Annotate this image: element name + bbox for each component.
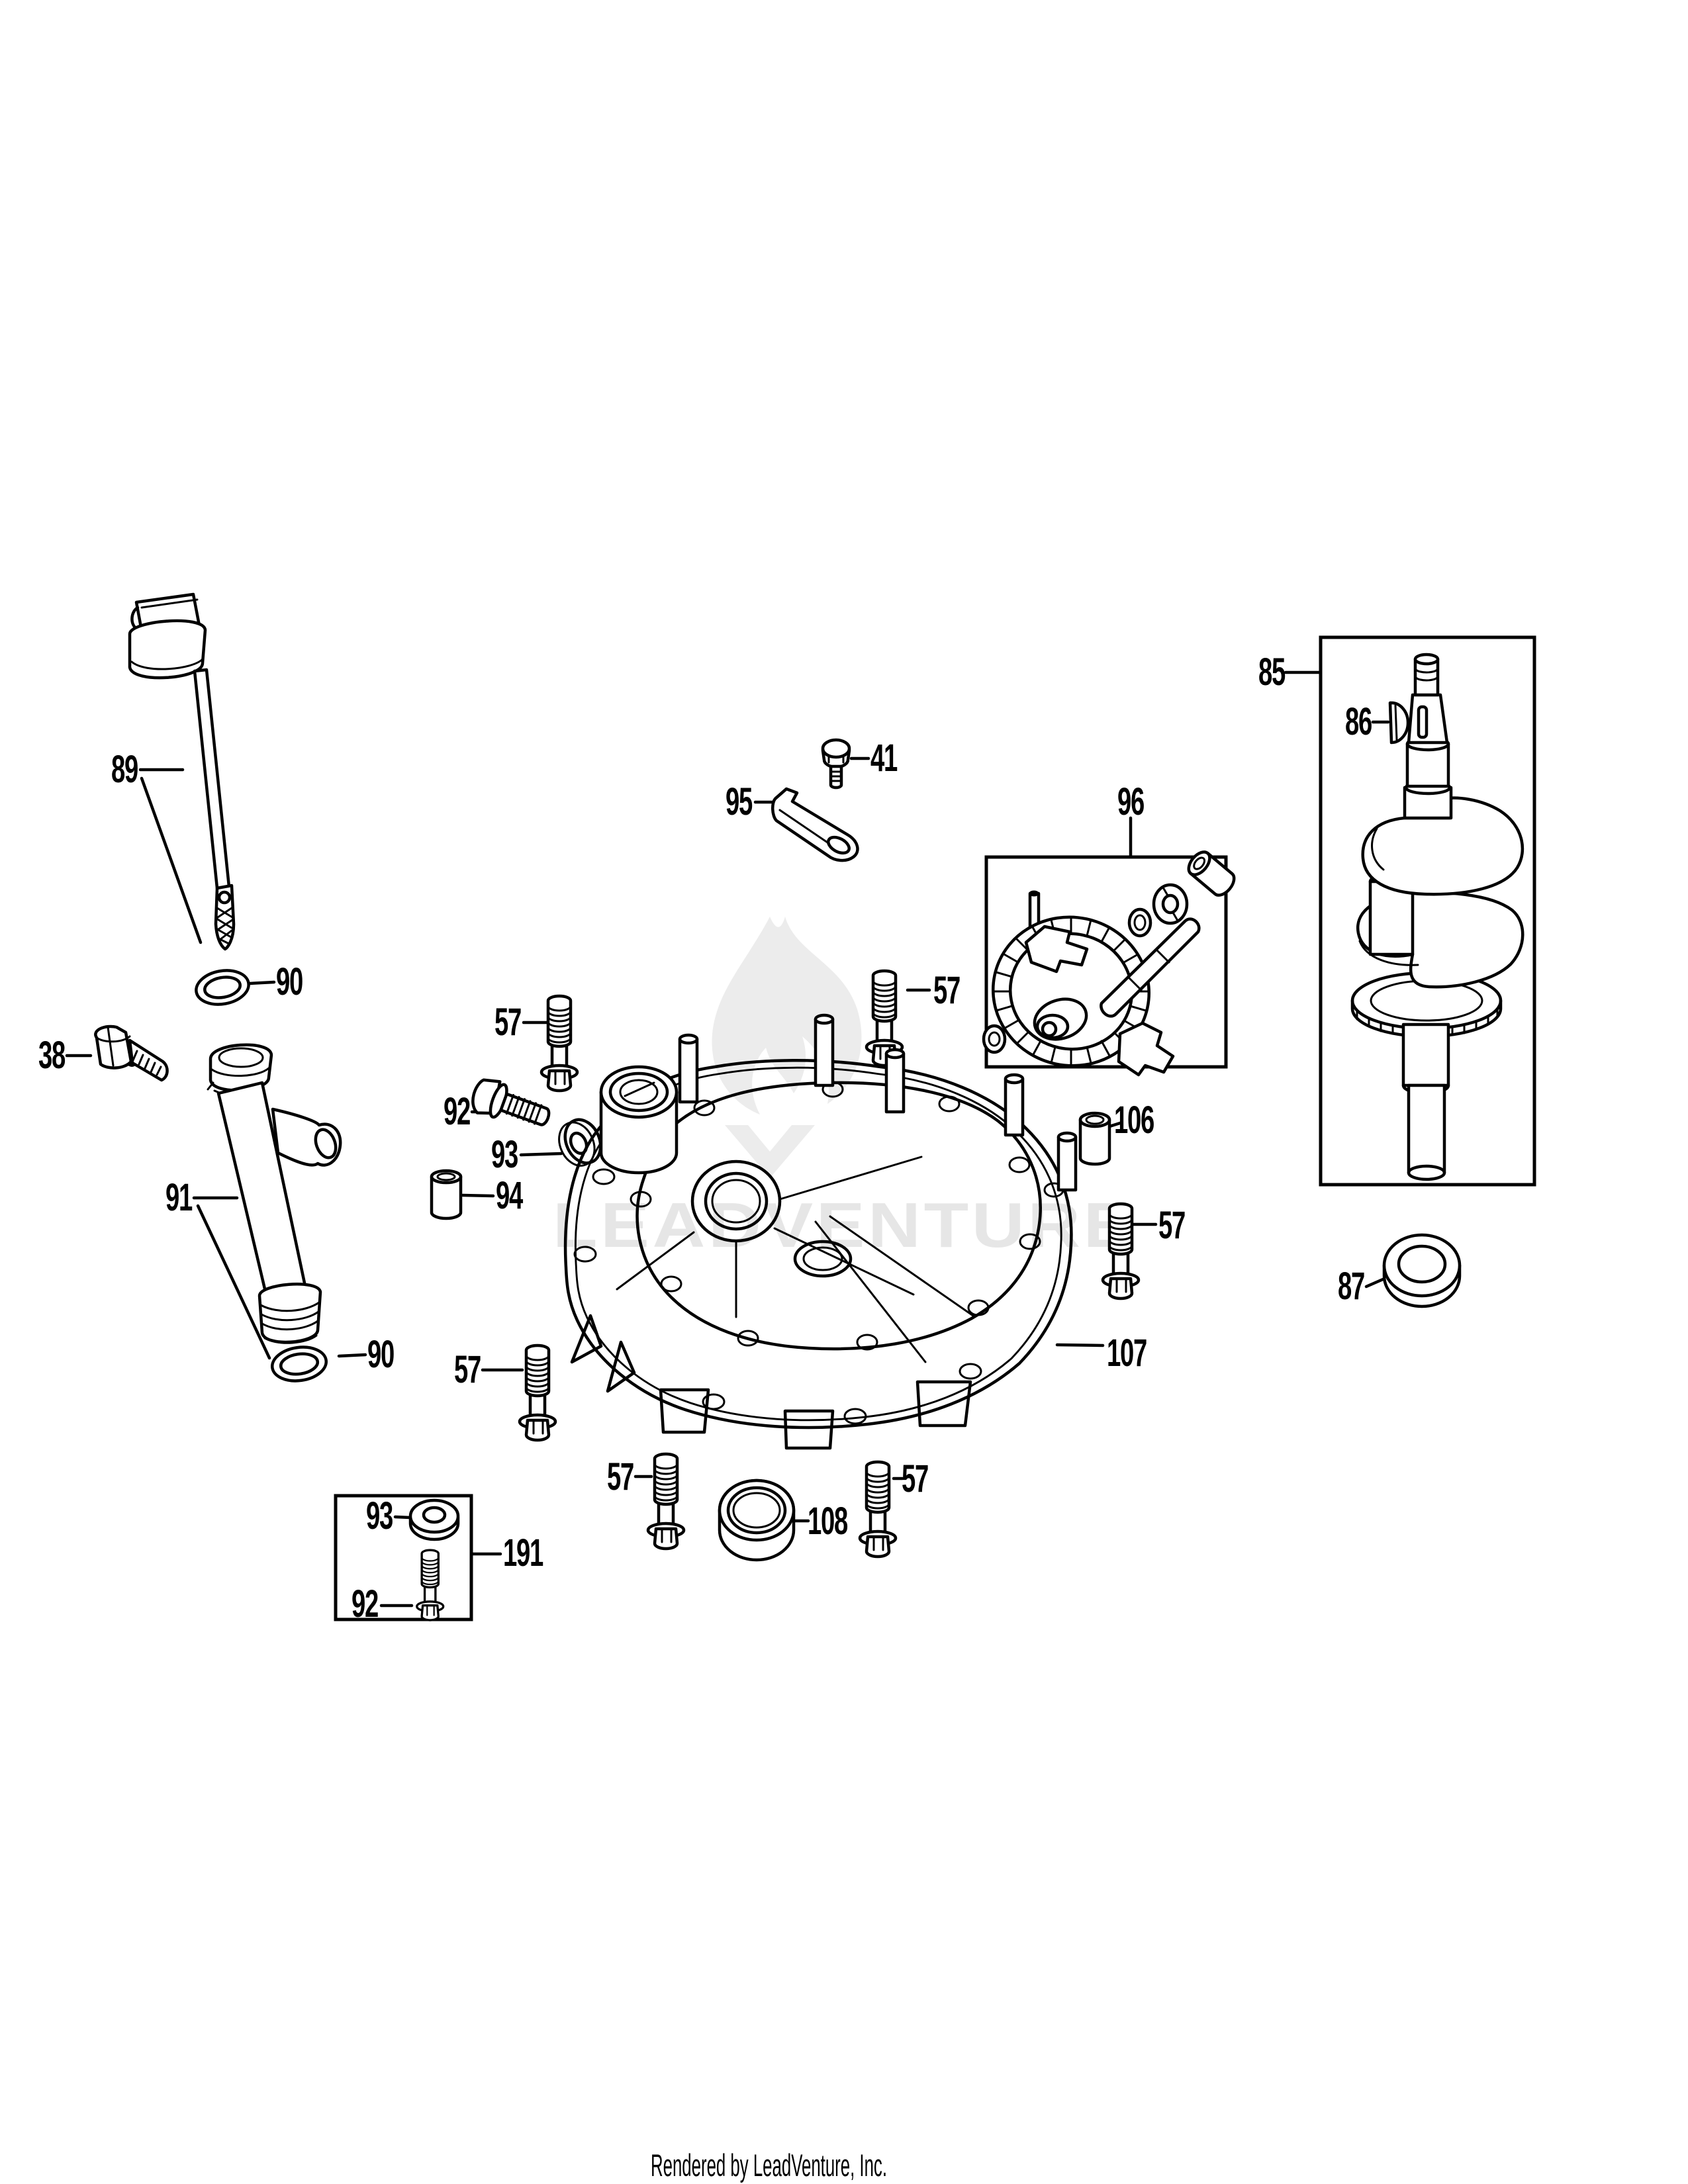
callout-89: 89 [111,749,138,791]
callout-87: 87 [1338,1265,1364,1308]
oil-fill-tube-drawing [207,1043,342,1344]
washer-93-upper-drawing [558,1118,602,1167]
box-191 [334,1494,473,1621]
callout-57-f: 57 [902,1458,928,1500]
callout-41: 41 [870,737,897,780]
callout-90-upper: 90 [276,961,303,1003]
box-96 [984,855,1228,1069]
o-ring-90-upper-drawing [195,969,250,1006]
callout-38: 38 [38,1034,65,1077]
callout-107: 107 [1107,1332,1147,1375]
bracket-95-drawing [771,787,859,862]
screw-57-d-drawing [520,1345,555,1440]
callout-93-upper: 93 [491,1134,518,1176]
spacer-94-drawing [430,1169,463,1220]
flame-logo-v-icon [725,1125,815,1178]
callout-57-e: 57 [607,1456,633,1498]
screw-57-f-drawing [860,1462,896,1557]
oil-seal-108-drawing [718,1479,796,1562]
callout-57-a: 57 [494,1001,521,1044]
woodruff-key-drawing [1388,701,1410,745]
callout-labels: 85 86 87 89 90 38 91 90 57 92 93 94 41 9… [38,651,1373,1625]
box-85 [1319,635,1536,1187]
leader-lines [65,670,1390,1608]
callout-91: 91 [165,1177,192,1219]
callout-96: 96 [1117,781,1144,823]
callout-57-c: 57 [1158,1205,1185,1247]
callout-106: 106 [1114,1099,1154,1142]
callout-92-upper: 92 [444,1091,470,1133]
screw-57-e-drawing [648,1454,684,1549]
bolt-92-lower-drawing [416,1549,445,1621]
spacer-106-drawing [1078,1111,1111,1166]
callout-95: 95 [726,781,752,823]
dipstick-drawing [128,592,236,951]
bolt-38-drawing [94,1024,169,1082]
washer-87-drawing [1382,1233,1462,1308]
bolt-41-drawing [821,738,851,790]
callout-90-lower: 90 [367,1334,394,1376]
callout-191: 191 [503,1532,543,1574]
governor-assembly-drawing [982,850,1236,1077]
callout-86: 86 [1345,701,1372,743]
callout-108: 108 [808,1500,847,1543]
footer-text: Rendered by LeadVenture, Inc. [651,2148,887,2183]
callout-85: 85 [1258,651,1285,694]
callout-boxes [334,635,1536,1621]
callout-57-d: 57 [454,1349,481,1391]
callout-93-lower: 93 [366,1495,393,1537]
crankshaft-drawing [1350,653,1524,1181]
screw-57-a-drawing [541,996,577,1091]
bolt-92-upper-drawing [471,1078,551,1126]
o-ring-90-lower-drawing [271,1345,328,1383]
callout-57-b: 57 [933,970,960,1012]
callout-92-lower: 92 [352,1583,378,1625]
crankcase-cover-drawing [563,1013,1078,1450]
callout-94: 94 [496,1175,524,1217]
washer-93-lower-drawing [408,1498,460,1541]
